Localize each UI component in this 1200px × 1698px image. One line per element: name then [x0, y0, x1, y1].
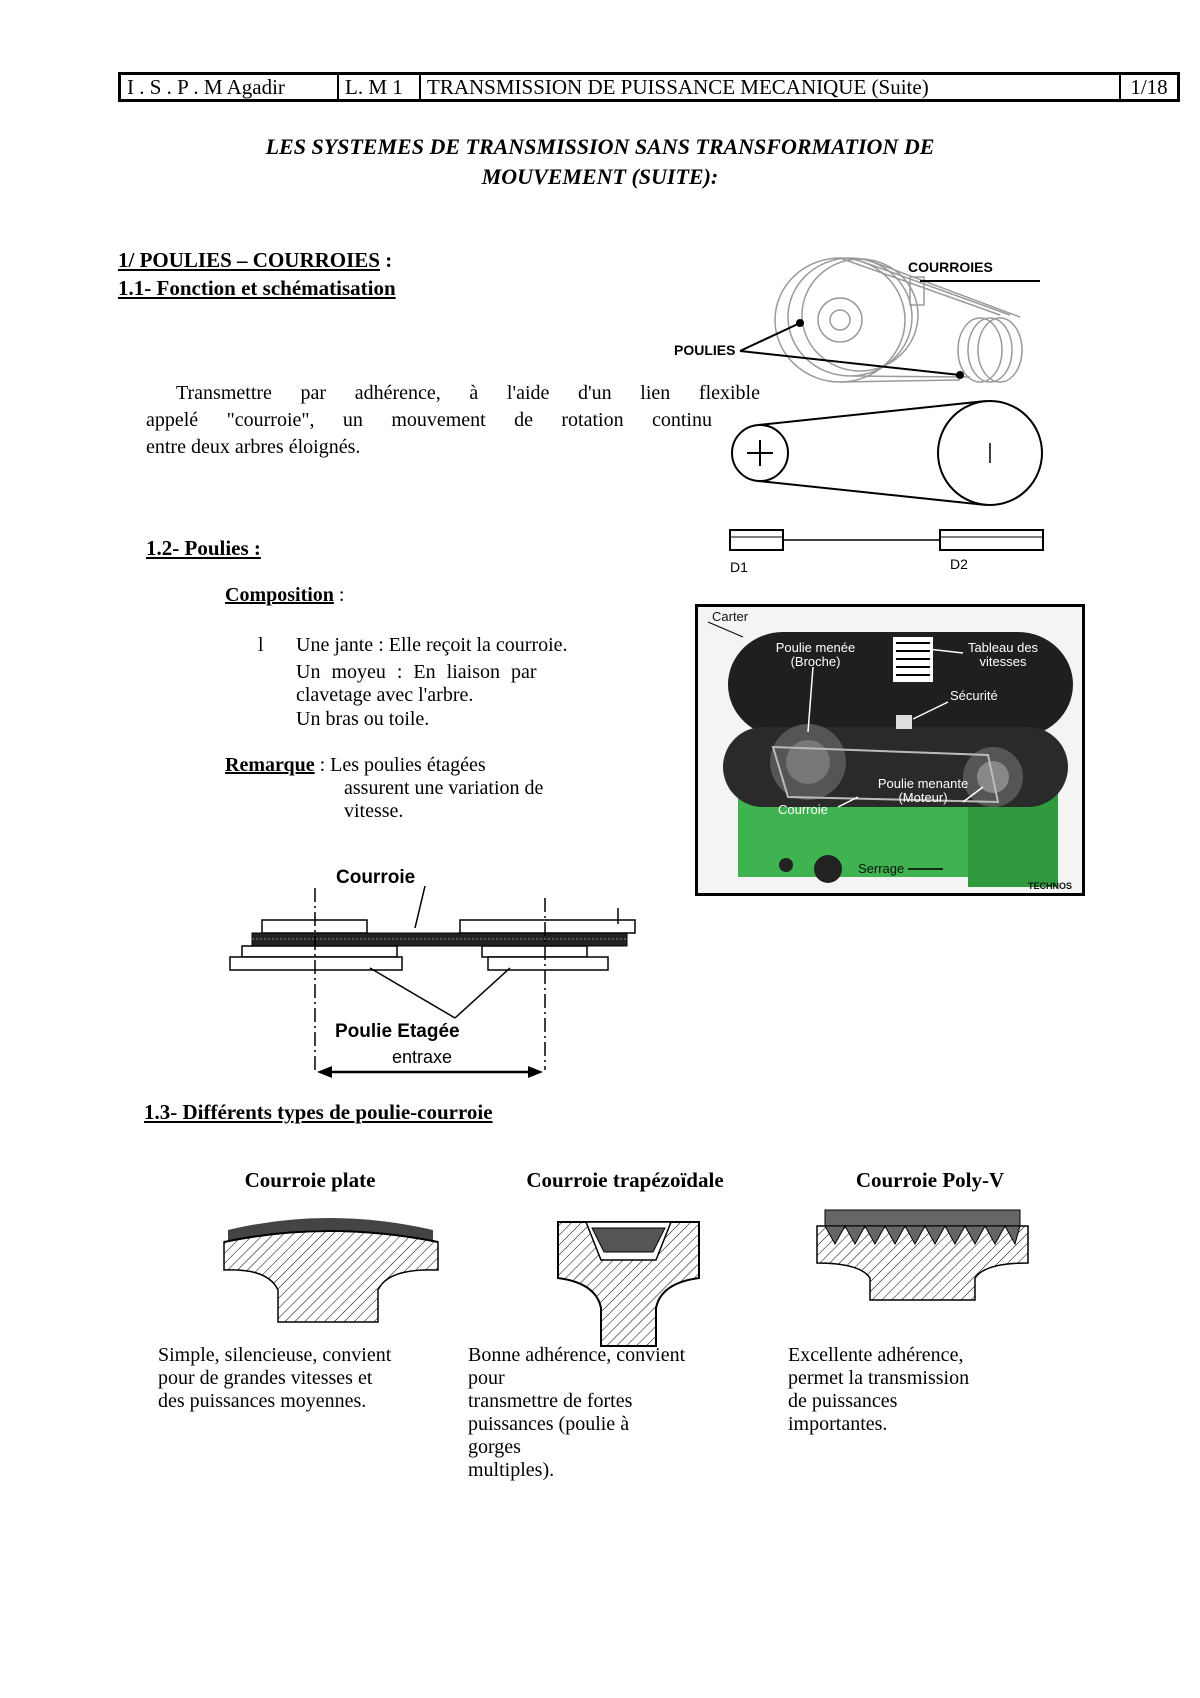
trap-desc-line: puissances (poulie à [468, 1413, 630, 1435]
composition-label: Composition [225, 584, 334, 606]
flat-desc-line: pour de grandes vitesses et [158, 1367, 373, 1389]
pulley-belt-figure: COURROIES POULIES D1 D2 [674, 257, 1044, 575]
remark-text1: : Les poulies étagées [314, 754, 486, 776]
header-course: TRANSMISSION DE PUISSANCE MECANIQUE (Sui… [421, 75, 1121, 99]
flat-desc-line: des puissances moyennes. [158, 1390, 367, 1412]
serrage-label: Serrage [858, 861, 905, 876]
page-title-line2: MOUVEMENT (SUITE): [481, 164, 719, 189]
section1-heading: 1/ POULIES – COURROIES : [118, 248, 392, 273]
header-page: 1/18 [1130, 75, 1168, 99]
courroie-label: Courroie [336, 867, 415, 888]
remark-label: Remarque [225, 754, 315, 776]
section13-heading: 1.3- Différents types de poulie-courroie [144, 1100, 493, 1124]
remark-line3: vitesse. [344, 800, 404, 822]
polyv-desc-line: permet la transmission [788, 1367, 970, 1389]
type-flat-title: Courroie plate [244, 1168, 376, 1192]
carter-label: Carter [712, 609, 749, 624]
securite-label: Sécurité [950, 688, 998, 703]
polyv-desc-line: de puissances [788, 1390, 898, 1412]
remark-line1: Remarque : Les poulies étagées [225, 752, 486, 779]
composition-heading: Composition : [225, 584, 344, 607]
trap-desc-line: multiples). [468, 1459, 555, 1481]
d1-label: D1 [730, 559, 748, 575]
polyv-belt-drawing [816, 1209, 1029, 1301]
section12-heading: 1.2- Poulies : [146, 536, 261, 560]
polyv-desc-line: Excellente adhérence, [788, 1344, 964, 1366]
stepped-pulley-figure: Courroie Poulie Etagée entraxe [229, 867, 636, 1078]
tableau-text: Tableau des [967, 640, 1039, 655]
type-flat-description: Simple, silencieuse, convient pour de gr… [158, 1344, 458, 1413]
composition-item-bras: Un bras ou toile. [296, 708, 430, 730]
drill-press-photo: Carter Poulie menée (Broche) Tableau des… [695, 604, 1085, 896]
trap-desc-line: transmettre de fortes [468, 1390, 633, 1412]
courroie-photo-label: Courroie [778, 802, 828, 817]
technos-label: TECHNOS [1028, 881, 1073, 891]
composition-item-moyeu: Un moyeu : En liaison par [296, 661, 537, 683]
function-line2: appelé "courroie", un mouvement de rotat… [146, 409, 712, 431]
page-title-line1: LES SYSTEMES DE TRANSMISSION SANS TRANSF… [265, 134, 935, 159]
trap-desc-line: gorges [468, 1436, 521, 1458]
trapezoidal-belt-drawing [557, 1221, 700, 1347]
polyv-desc-line: importantes. [788, 1413, 888, 1435]
poulie-menante-label: Poulie menante (Moteur) [873, 777, 973, 805]
composition-suffix: : [333, 584, 345, 606]
d2-label: D2 [950, 556, 968, 572]
header-level: L. M 1 [339, 75, 421, 99]
type-trapezoidal-title: Courroie trapézoïdale [526, 1168, 724, 1192]
poulie-menee-text: Poulie menée [775, 640, 856, 655]
courroies-label: COURROIES [908, 259, 993, 275]
section1-heading-suffix: : [379, 248, 393, 272]
header-school: I . S . P . M Agadir [121, 75, 339, 99]
header-table: I . S . P . M Agadir L. M 1 TRANSMISSION… [118, 72, 1180, 102]
type-polyv-title: Courroie Poly-V [855, 1168, 1005, 1192]
trap-desc-line: pour [468, 1367, 505, 1389]
bullet-marker: l [258, 634, 264, 656]
section1-heading-text: 1/ POULIES – COURROIES [118, 248, 380, 272]
drill-press-illustration [698, 607, 1082, 893]
tableau-vitesses-label: Tableau des vitesses [963, 641, 1043, 669]
function-line1: Transmettre par adhérence, à l'aide d'un… [176, 382, 760, 404]
flat-belt-drawing [223, 1218, 439, 1323]
moteur-text: (Moteur) [898, 790, 948, 805]
type-polyv-description: Excellente adhérence, permet la transmis… [788, 1344, 1078, 1436]
function-line3: entre deux arbres éloignés. [146, 436, 361, 458]
remark-line2: assurent une variation de [344, 777, 544, 799]
poulie-menante-text: Poulie menante [877, 776, 969, 791]
vitesses-text: vitesses [979, 654, 1027, 669]
poulie-menee-label: Poulie menée (Broche) [768, 641, 863, 669]
broche-text: (Broche) [790, 654, 841, 669]
type-trapezoidal-description: Bonne adhérence, convient pour transmett… [468, 1344, 768, 1482]
flat-desc-line: Simple, silencieuse, convient [158, 1344, 392, 1366]
entraxe-label: entraxe [392, 1047, 452, 1067]
poulie-etagee-label: Poulie Etagée [335, 1021, 460, 1042]
poulies-label: POULIES [674, 342, 735, 358]
trap-desc-line: Bonne adhérence, convient [468, 1344, 686, 1366]
section11-heading: 1.1- Fonction et schématisation [118, 276, 396, 300]
composition-item-jante: Une jante : Elle reçoit la courroie. [296, 634, 568, 656]
composition-item-moyeu-cont: clavetage avec l'arbre. [296, 684, 474, 706]
